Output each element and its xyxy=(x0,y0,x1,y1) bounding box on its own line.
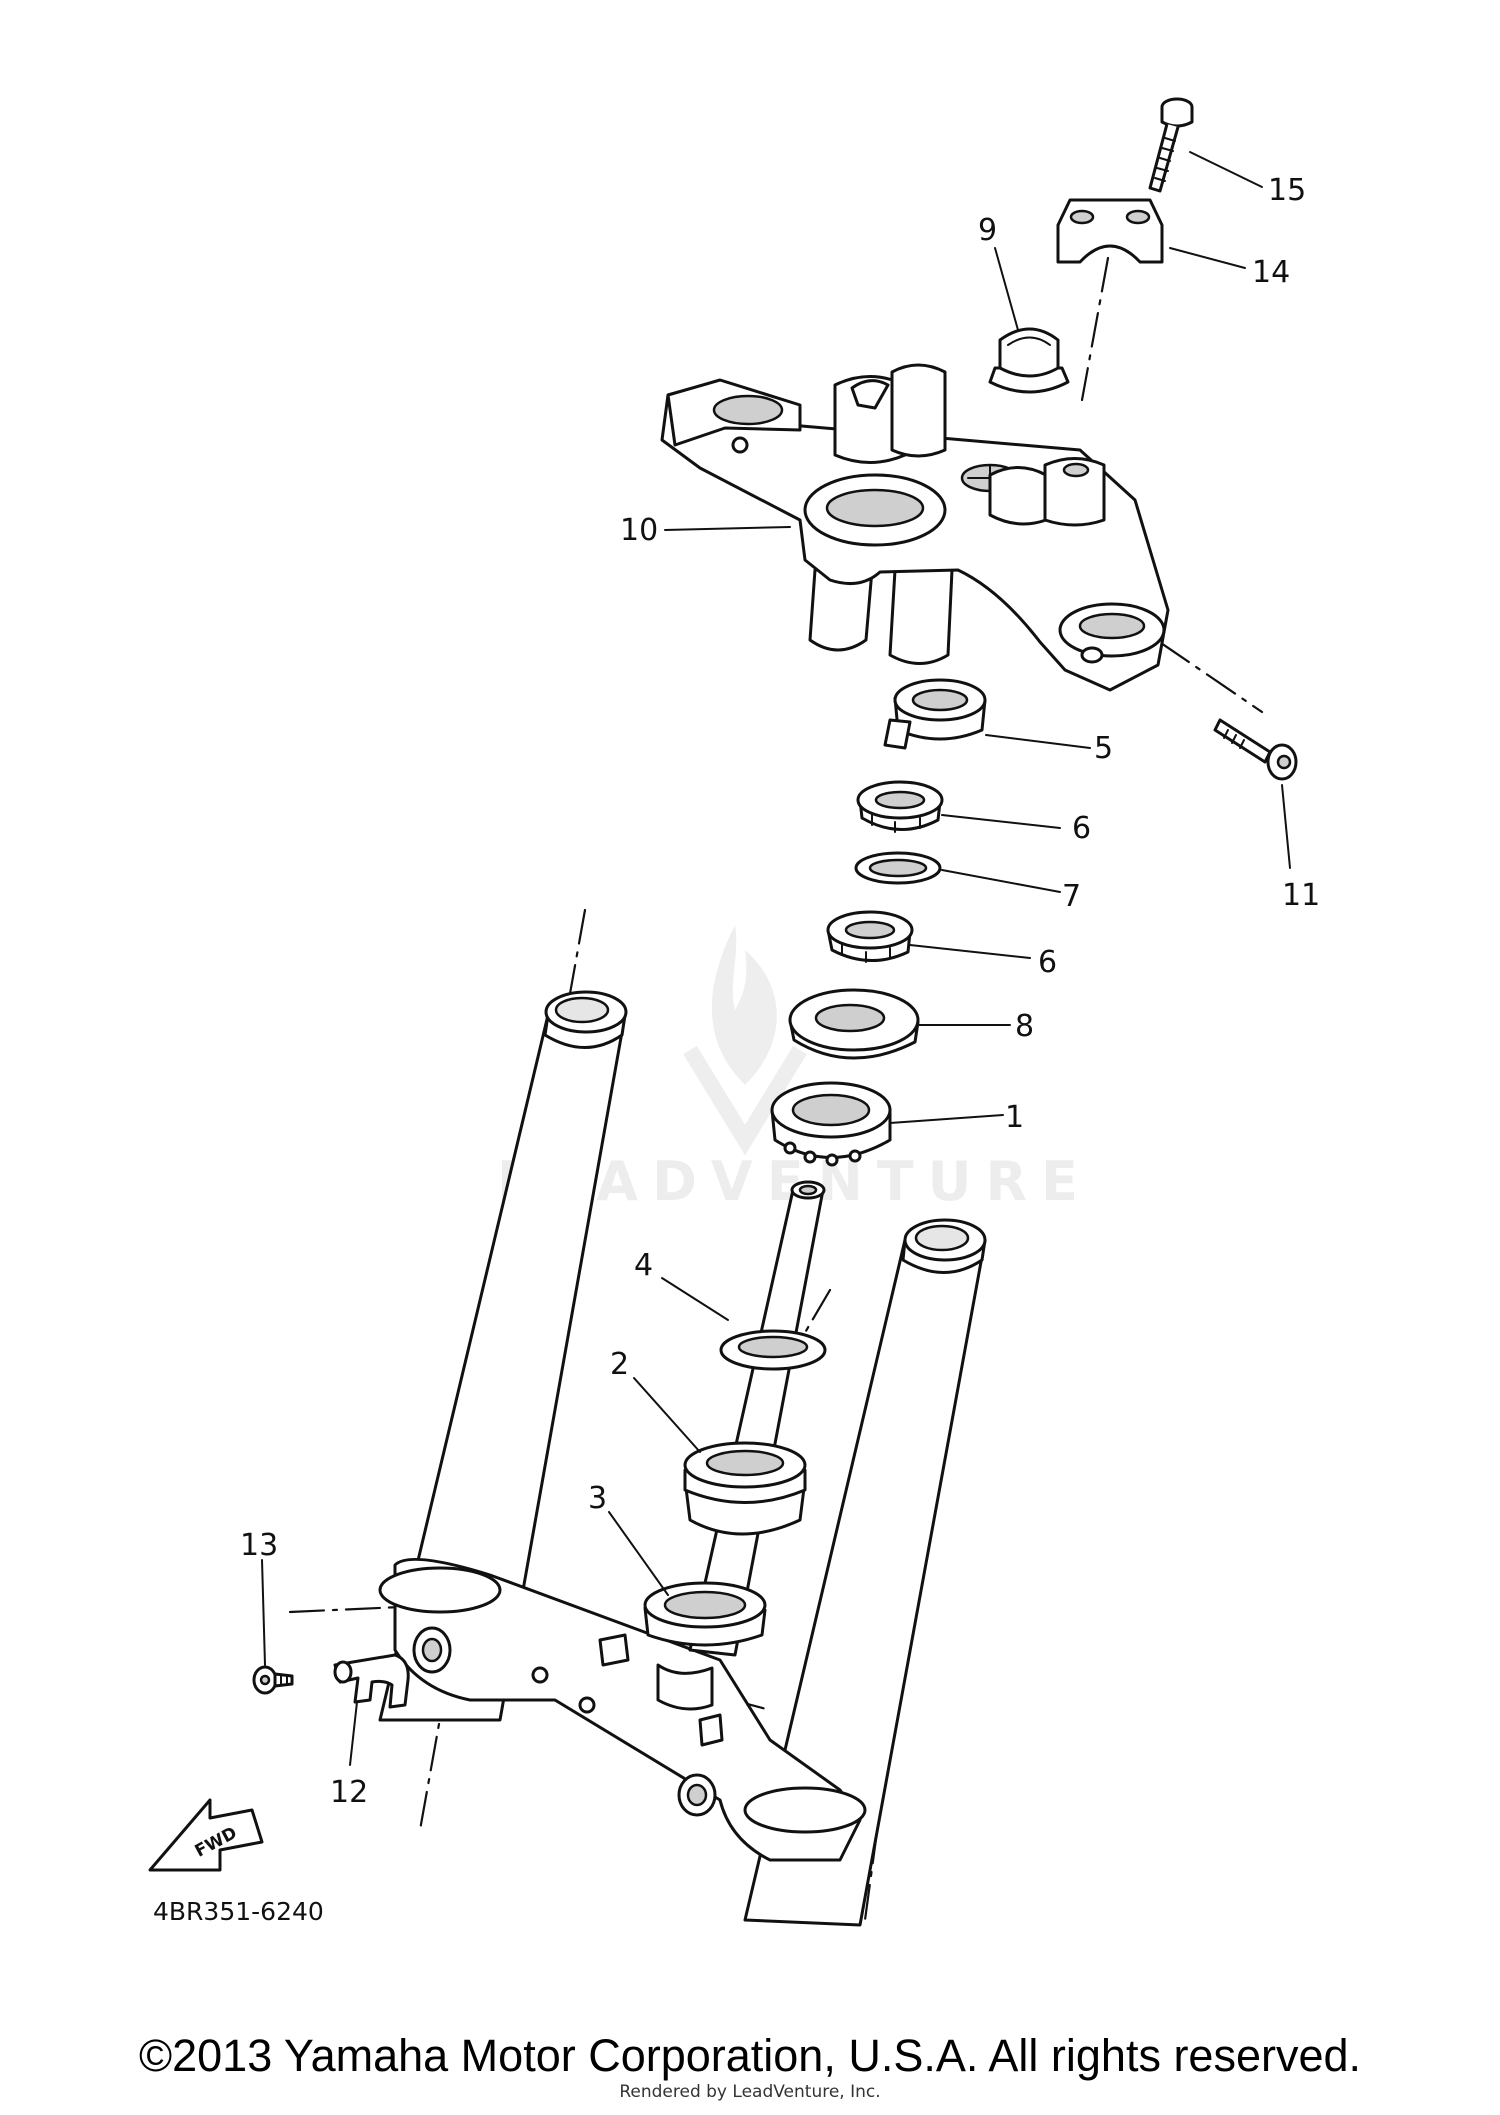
callout-12: 12 xyxy=(330,1775,368,1810)
part-11-pinch-bolt xyxy=(1213,718,1298,781)
callout-6-lower: 6 xyxy=(1038,945,1057,980)
rendered-by-note: Rendered by LeadVenture, Inc. xyxy=(619,2082,881,2102)
part-2-bearing xyxy=(683,1441,807,1536)
callout-6-upper: 6 xyxy=(1072,811,1091,846)
part-1-bearing-race xyxy=(770,1081,892,1167)
callout-2: 2 xyxy=(610,1347,629,1382)
callouts: 1 2 3 4 5 6 6 7 8 9 10 11 12 13 14 15 xyxy=(240,173,1320,1810)
part-6-ring-nut-upper xyxy=(856,780,944,833)
callout-15: 15 xyxy=(1268,173,1306,208)
part-4-cover xyxy=(719,1329,827,1371)
part-8-dust-cover xyxy=(788,988,920,1060)
part-7-washer xyxy=(854,851,942,885)
right-fork-tube xyxy=(743,1218,987,1927)
part-3-seal xyxy=(643,1581,767,1647)
callout-7: 7 xyxy=(1062,879,1081,914)
part-6-ring-nut-lower xyxy=(826,910,914,963)
callout-14: 14 xyxy=(1252,255,1290,290)
part-13-screw xyxy=(252,1665,294,1695)
callout-11: 11 xyxy=(1282,878,1320,913)
part-10-upper-bracket xyxy=(660,363,1170,692)
callout-10: 10 xyxy=(620,513,658,548)
callout-9: 9 xyxy=(978,213,997,248)
left-fork-tube xyxy=(378,990,628,1722)
lower-bracket-steering-stem xyxy=(378,1180,867,1862)
part-15-bolt xyxy=(1148,97,1194,193)
part-14-handlebar-holder xyxy=(1056,198,1164,264)
callout-5: 5 xyxy=(1094,731,1113,766)
diagram-part-code: 4BR351-6240 xyxy=(153,1897,324,1926)
part-9-cap-nut xyxy=(988,327,1070,394)
part-5-lock-washer xyxy=(883,678,987,750)
callout-8: 8 xyxy=(1015,1009,1034,1044)
callout-1: 1 xyxy=(1005,1100,1024,1135)
fwd-arrow-icon: FWD xyxy=(148,1798,264,1872)
part-12-clamp xyxy=(333,1653,410,1709)
callout-4: 4 xyxy=(634,1248,653,1283)
leader-lines xyxy=(261,151,1291,1766)
callout-13: 13 xyxy=(240,1528,278,1563)
callout-3: 3 xyxy=(588,1481,607,1516)
copyright-notice: ©2013 Yamaha Motor Corporation, U.S.A. A… xyxy=(138,2030,1362,2081)
